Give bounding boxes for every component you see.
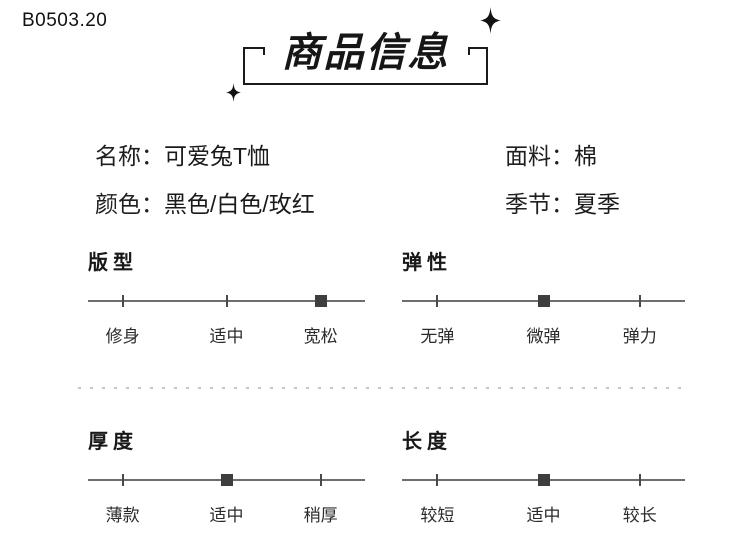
slider-option: 较短 [420,506,455,525]
sparkle-icon [480,7,501,34]
slider-track [88,474,365,486]
info-row-name: 名称：可爱兔T恤 [95,143,270,171]
slider-track [402,295,685,307]
product-code: B0503.20 [22,10,108,31]
slider-length: 长度 较短 适中 较长 [402,425,685,525]
slider-tick [638,474,641,486]
title-frame-corner-right [468,47,486,55]
slider-marker [537,295,550,307]
info-row-fabric: 面料：棉 [505,143,597,171]
slider-labels: 较短 适中 较长 [402,501,685,525]
slider-labels: 修身 适中 宽松 [88,322,365,346]
dashed-divider [78,387,682,389]
slider-labels: 无弹 微弹 弹力 [402,322,685,346]
slider-title: 版型 [88,252,138,274]
slider-option: 无弹 [420,327,455,346]
slider-thickness: 厚度 薄款 适中 稍厚 [88,425,365,525]
slider-tick [225,295,228,307]
slider-option: 薄款 [105,506,140,525]
slider-tick [121,474,124,486]
info-row-color: 颜色：黑色/白色/玫红 [95,191,315,219]
page-title: 商品信息 [273,33,458,73]
slider-option: 稍厚 [303,506,338,525]
slider-tick [319,474,322,486]
title-frame-corner-left [245,47,265,55]
slider-track [402,474,685,486]
slider-tick [436,474,439,486]
info-label: 季节： [505,191,574,217]
slider-title: 长度 [402,431,452,453]
slider-track [88,295,365,307]
slider-tick [121,295,124,307]
slider-marker [537,474,550,486]
slider-option: 适中 [209,327,244,346]
slider-option: 适中 [209,506,244,525]
slider-option: 弹力 [622,327,657,346]
info-row-season: 季节：夏季 [505,191,620,219]
info-value: 可爱兔T恤 [164,143,271,169]
slider-tick [436,295,439,307]
slider-marker [314,295,327,307]
info-value: 黑色/白色/玫红 [164,191,315,217]
slider-title: 弹性 [402,252,452,274]
title-frame: 商品信息 [243,33,488,85]
slider-option: 较长 [622,506,657,525]
info-label: 颜色： [95,191,164,217]
slider-labels: 薄款 适中 稍厚 [88,501,365,525]
info-value: 夏季 [574,191,620,217]
slider-title: 厚度 [88,431,138,453]
slider-tick [638,295,641,307]
slider-option: 适中 [526,506,561,525]
info-value: 棉 [574,143,597,169]
slider-option: 微弹 [526,327,561,346]
slider-elasticity: 弹性 无弹 微弹 弹力 [402,246,685,346]
info-label: 面料： [505,143,574,169]
sparkle-icon [226,83,241,102]
slider-option: 修身 [105,327,140,346]
info-label: 名称： [95,143,164,169]
slider-fit: 版型 修身 适中 宽松 [88,246,365,346]
slider-option: 宽松 [303,327,338,346]
slider-marker [220,474,233,486]
